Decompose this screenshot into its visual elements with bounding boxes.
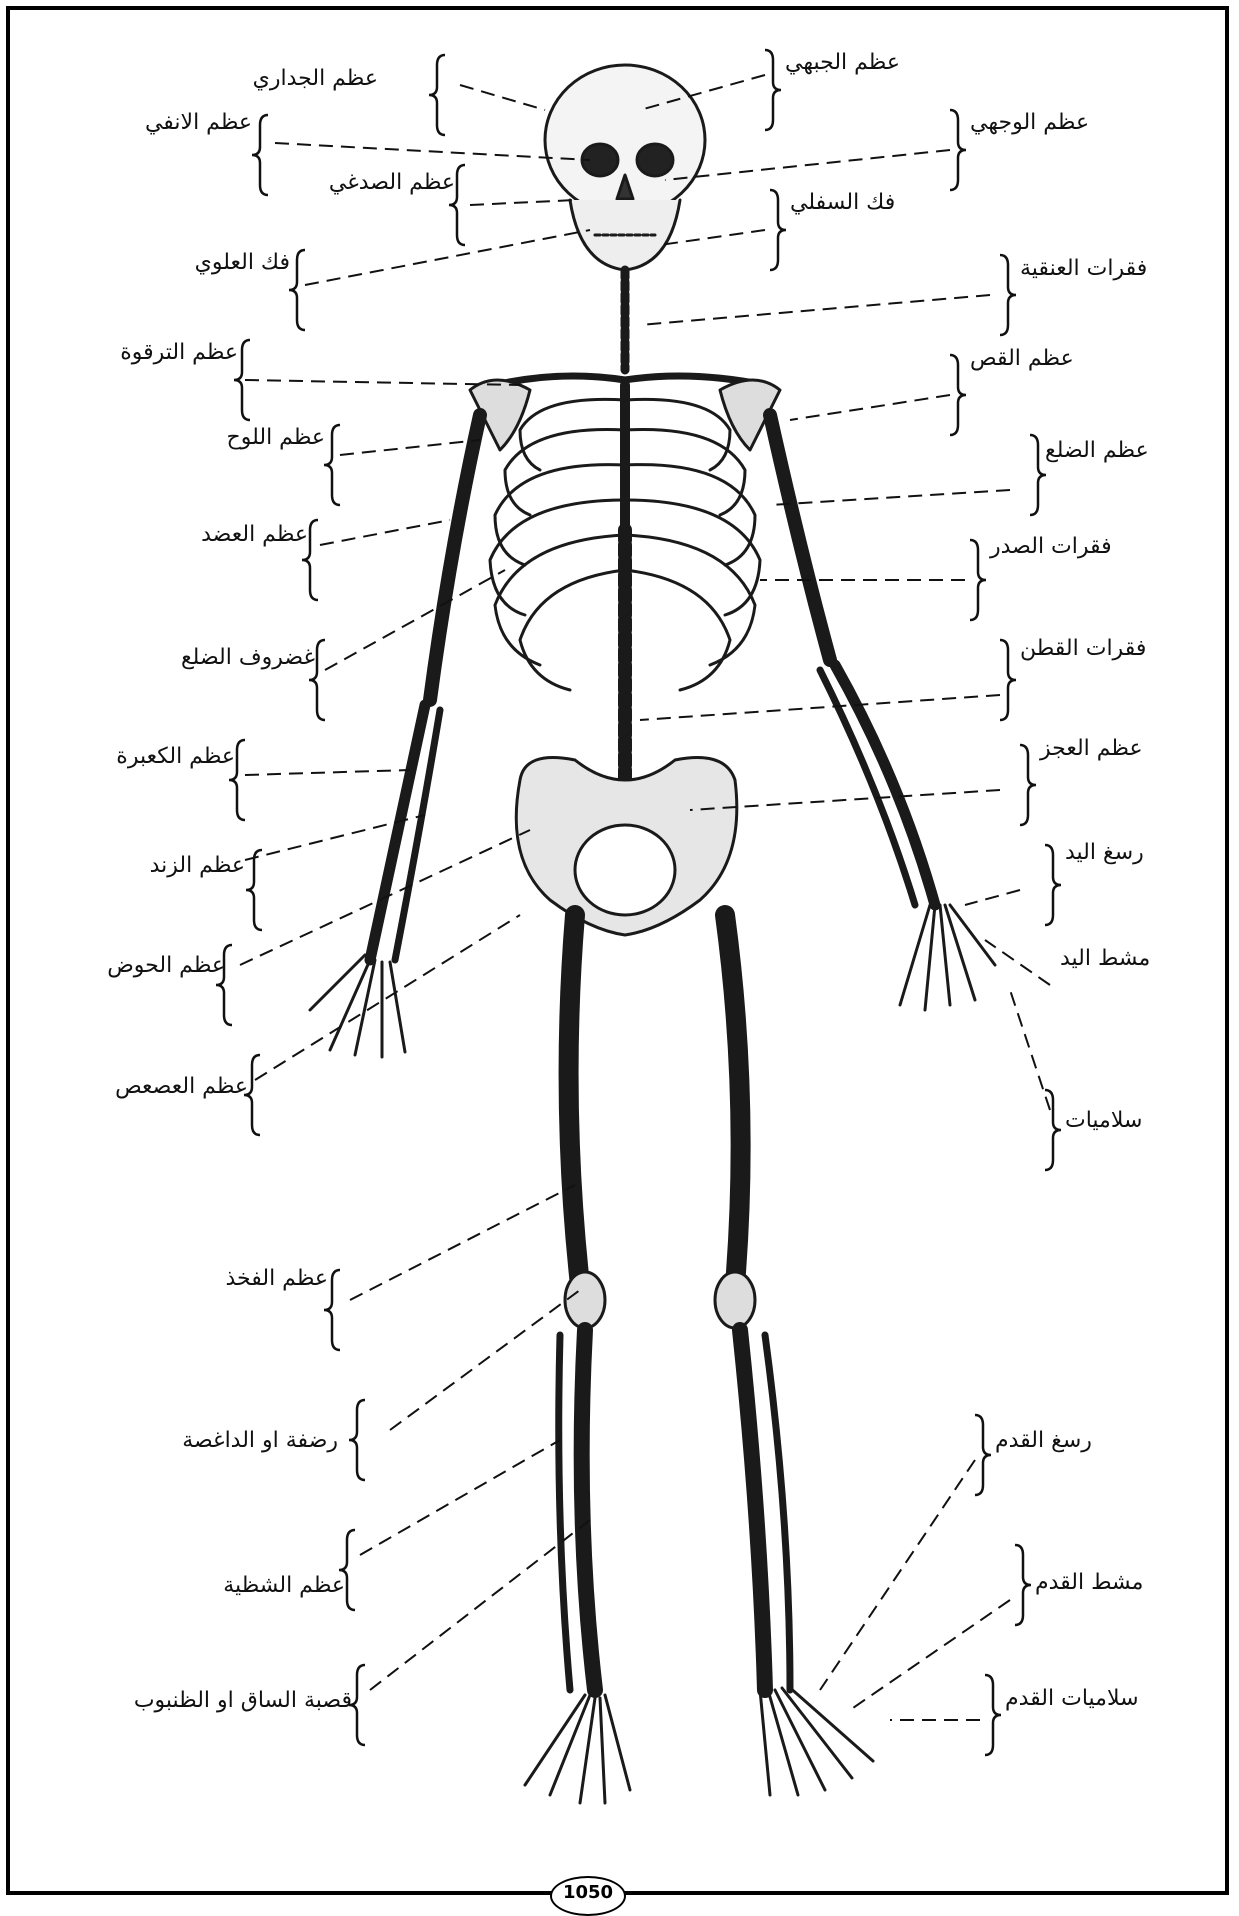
label-rib: عظم الضلع bbox=[1045, 440, 1149, 462]
tibia-left bbox=[582, 1330, 595, 1690]
label-thoracic-vertebrae: فقرات الصدر bbox=[990, 536, 1112, 558]
hand-left bbox=[310, 955, 405, 1057]
label-femur: عظم الفخذ bbox=[225, 1268, 328, 1290]
label-sacrum: عظم العجز bbox=[1040, 738, 1143, 760]
label-carpals: رسغ اليد bbox=[1065, 842, 1144, 864]
label-phalanges: سلاميات bbox=[1065, 1110, 1142, 1132]
label-sternum: عظم القص bbox=[970, 348, 1074, 370]
label-foot-phalanges: سلاميات القدم bbox=[1005, 1688, 1139, 1710]
tibia-right bbox=[740, 1330, 765, 1690]
label-frontal-bone: عظم الجبهي bbox=[785, 52, 900, 74]
label-cervical-vertebrae: فقرات العنقية bbox=[1020, 258, 1147, 280]
label-costal-cartilage: غضروف الضلع bbox=[181, 647, 315, 669]
eye-socket-right bbox=[637, 144, 673, 176]
label-tarsals: رسغ القدم bbox=[995, 1430, 1092, 1452]
label-facial-bone: عظم الوجهي bbox=[970, 112, 1089, 134]
label-coccyx: عظم العصعص bbox=[115, 1076, 248, 1098]
forearm-right-2 bbox=[820, 670, 915, 905]
label-pelvis: عظم الحوض bbox=[107, 955, 225, 977]
label-humerus: عظم العضد bbox=[201, 524, 308, 546]
patella-right bbox=[715, 1272, 755, 1328]
label-tibia: قصبة الساق او الظنبوب bbox=[134, 1690, 352, 1712]
label-fibula: عظم الشظية bbox=[223, 1575, 345, 1597]
label-lumbar-vertebrae: فقرات القطن bbox=[1020, 638, 1146, 660]
foot-left bbox=[525, 1695, 630, 1803]
label-clavicle: عظم الترقوة bbox=[120, 342, 238, 364]
label-nasal-bone: عظم الانفي bbox=[145, 112, 252, 134]
label-metacarpals: مشط اليد bbox=[1060, 948, 1150, 970]
label-ulna: عظم الزند bbox=[150, 855, 245, 877]
label-radius: عظم الكعبرة bbox=[116, 746, 235, 768]
label-scapula: عظم اللوح bbox=[227, 427, 325, 449]
label-metatarsals: مشط القدم bbox=[1035, 1572, 1143, 1594]
forearm-right bbox=[835, 665, 935, 905]
page-number: 1050 bbox=[550, 1876, 626, 1916]
patella-left bbox=[565, 1272, 605, 1328]
hand-right bbox=[900, 905, 995, 1010]
label-maxilla: فك العلوي bbox=[195, 252, 290, 274]
label-temporal-bone: عظم الصدغي bbox=[329, 172, 455, 194]
label-parietal-bone: عظم الجداري bbox=[253, 68, 378, 90]
label-patella: رضفة او الداغصة bbox=[182, 1430, 338, 1452]
fibula-left bbox=[559, 1335, 570, 1690]
foot-right bbox=[760, 1686, 873, 1795]
label-mandible: فك السفلي bbox=[790, 192, 895, 214]
femur-left bbox=[569, 915, 580, 1285]
humerus-right bbox=[770, 415, 830, 660]
humerus-left bbox=[430, 415, 480, 700]
pelvic-opening bbox=[575, 825, 675, 915]
femur-right bbox=[725, 915, 741, 1285]
clavicle bbox=[495, 376, 765, 385]
